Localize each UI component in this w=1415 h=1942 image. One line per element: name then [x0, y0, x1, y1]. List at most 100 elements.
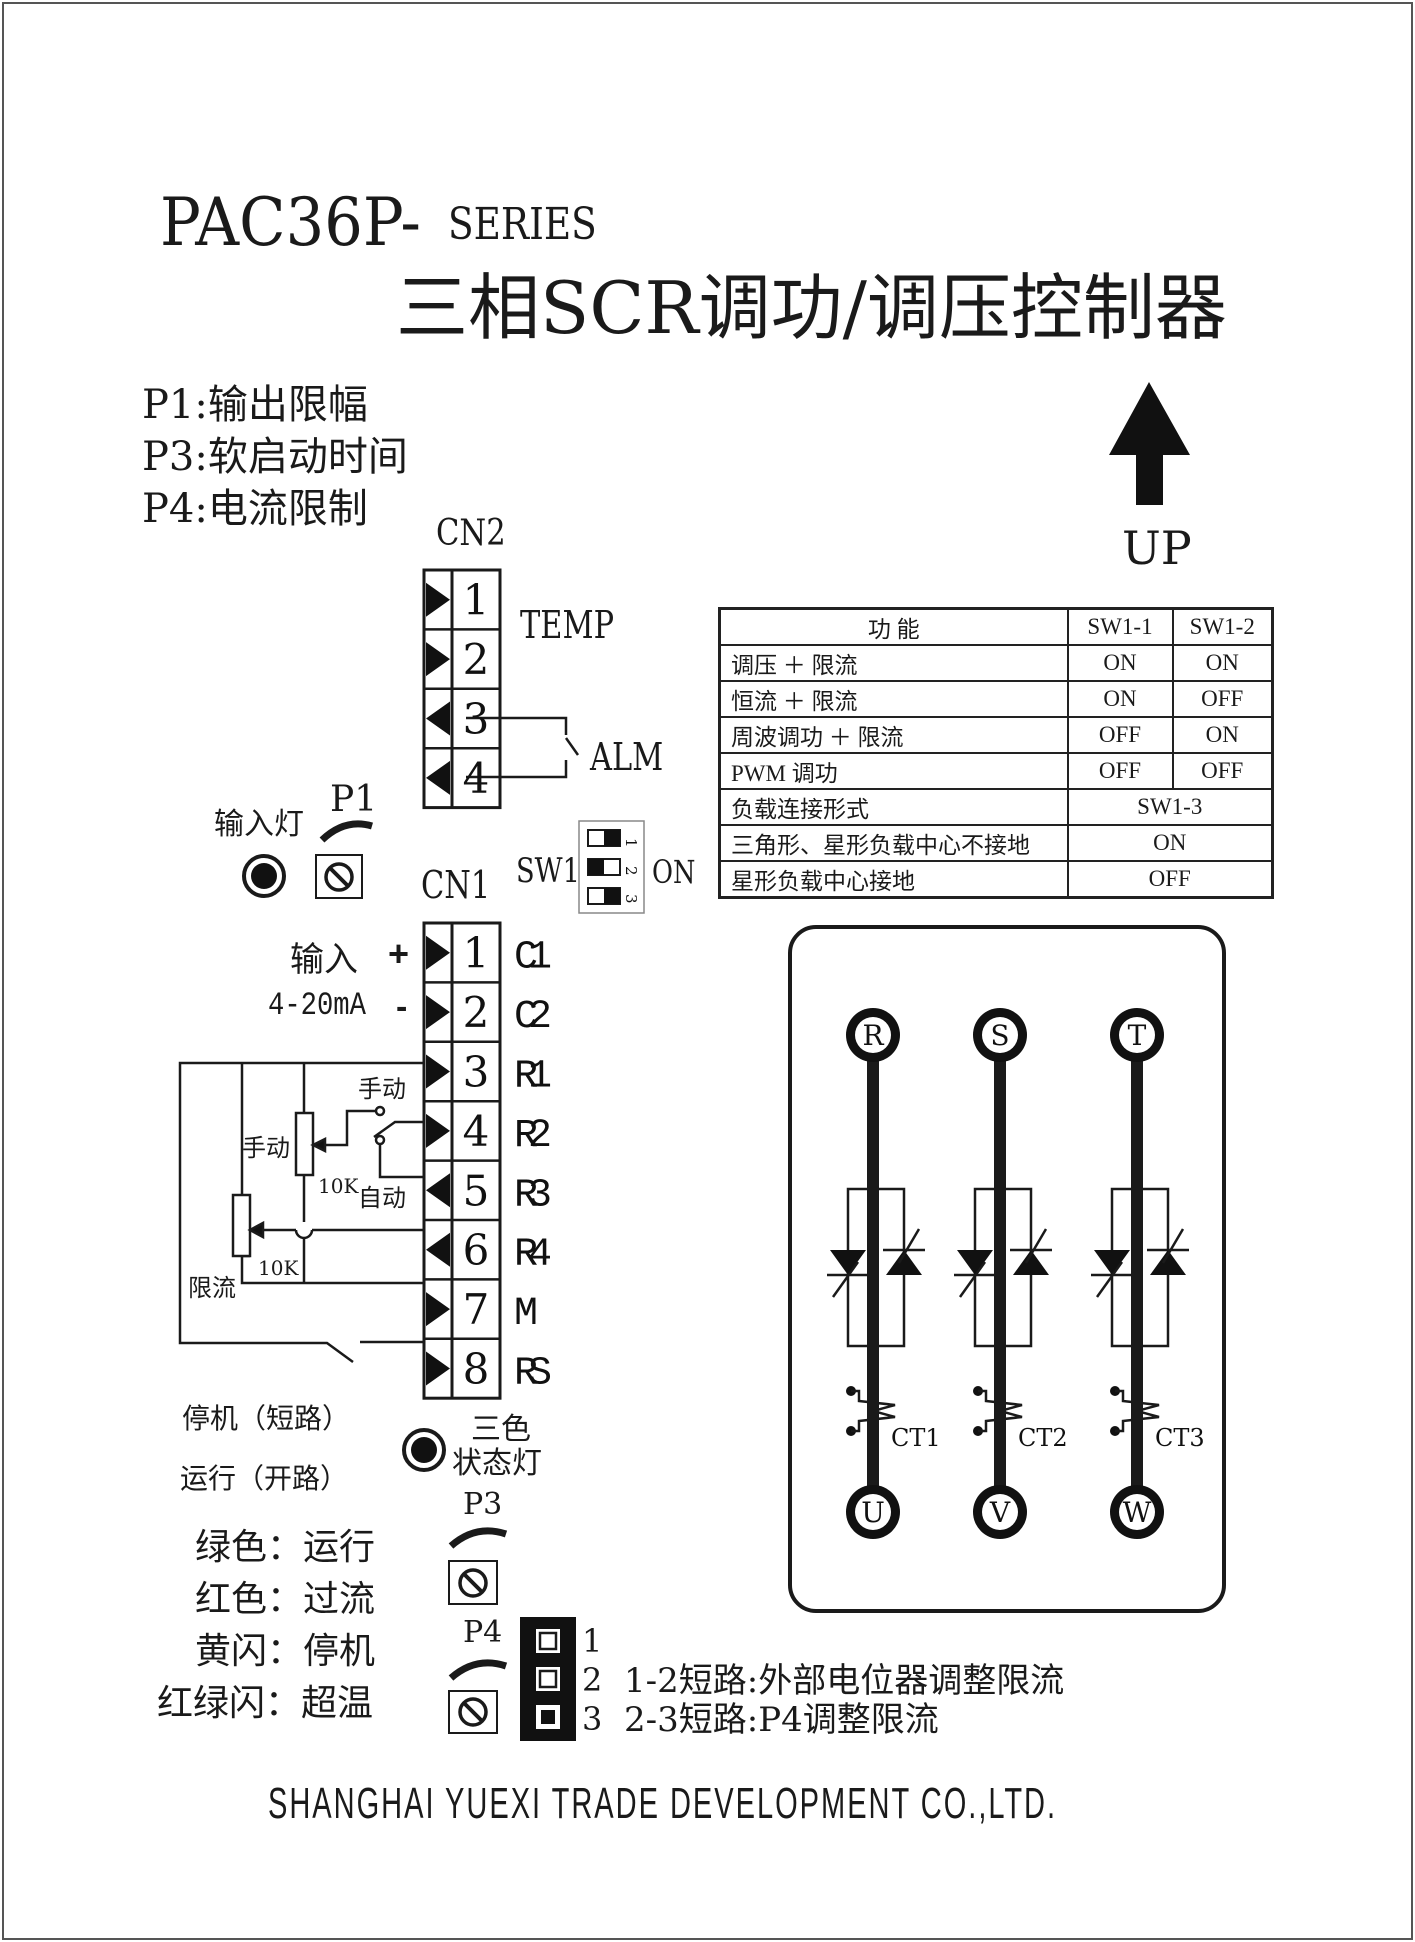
stop-label: 停机（短路）	[182, 1402, 351, 1435]
limit-pot-label: 限流	[188, 1274, 236, 1302]
cn1-signal-label: R1	[514, 1055, 552, 1100]
cn2-label: CN2	[436, 513, 506, 554]
cell-sw1-1: ON	[1066, 644, 1174, 682]
cn1-pin-number: 6	[463, 1226, 490, 1275]
cn1-pin-arrow-icon	[426, 1232, 450, 1267]
p4-potentiometer-icon[interactable]	[448, 1659, 508, 1734]
input-range: 4-20mA	[268, 987, 366, 1024]
cn2-pin-arrow-icon	[426, 582, 450, 617]
legend-p1: P1:输出限幅	[142, 382, 368, 428]
legend-p3: P3:软启动时间	[142, 434, 408, 480]
cn1-pin-arrow-icon	[426, 995, 450, 1030]
cn1-signal-label: C2	[514, 995, 552, 1040]
limit-potentiometer	[231, 1193, 252, 1258]
dip-pos-1: 1	[622, 838, 640, 848]
cn1-pin-arrow-icon	[426, 1173, 450, 1208]
cn2-pin-number: 4	[463, 754, 490, 803]
cell-sw1-2: OFF	[1171, 680, 1274, 718]
p1-label: P1	[330, 779, 378, 820]
phase-S: S V CT2	[954, 1008, 1068, 1539]
company-footer: SHANGHAI YUEXI TRADE DEVELOPMENT CO.,LTD…	[268, 1779, 1058, 1828]
cn1-pin-arrow-icon	[426, 1113, 450, 1148]
header-sw1-2: SW1-2	[1171, 607, 1274, 646]
pot1-value: 10K	[318, 1174, 359, 1198]
ct-label: CT2	[1018, 1424, 1068, 1452]
input-led-icon	[242, 854, 286, 898]
cn1-signal-label: RS	[514, 1352, 552, 1397]
cell-load-header: 负载连接形式	[718, 788, 1069, 826]
legend-red: 红色：过流	[195, 1579, 376, 1620]
sw1-on-label: ON	[652, 853, 696, 891]
cell-sw1-2: ON	[1171, 644, 1274, 682]
cn2-pin-arrow-icon	[426, 642, 450, 677]
power-section-frame	[788, 925, 1226, 1613]
cell-sw1-3: OFF	[1066, 860, 1274, 899]
terminal-label: T	[1128, 1019, 1147, 1052]
status-led-label-2: 状态灯	[452, 1446, 542, 1481]
cn1-pin-number: 4	[463, 1107, 490, 1156]
cn2-pin-arrow-icon	[426, 701, 450, 736]
cn1-pin-number: 5	[463, 1166, 490, 1215]
cn1-signal-label: R2	[514, 1114, 552, 1159]
dip-pos-2: 2	[622, 866, 640, 876]
cn1-signal-label: C1	[514, 936, 552, 981]
terminal-label: R	[862, 1019, 884, 1052]
up-arrow-icon	[1109, 382, 1190, 505]
cn1-pin-number: 1	[463, 929, 490, 978]
header-sw1-1: SW1-1	[1066, 607, 1174, 646]
cn1-pin-number: 8	[463, 1345, 490, 1394]
scr-pair-icon	[1091, 1187, 1189, 1348]
input-label: 输入	[290, 940, 358, 980]
jumper-pin-3: 3	[582, 1700, 603, 1738]
jumper-note-2-3: 2-3短路:P4调整限流	[624, 1700, 939, 1740]
sw1-dip-switch[interactable]: 1 2 3	[578, 820, 645, 914]
manual-potentiometer	[294, 1111, 315, 1177]
cn1-pin-arrow-icon	[426, 1054, 450, 1089]
terminal-label: S	[990, 1019, 1009, 1052]
cn1-signal-label: R3	[514, 1173, 552, 1218]
cn2-pin-number: 3	[463, 695, 490, 744]
cn1-label: CN1	[421, 863, 491, 907]
p1-potentiometer-icon[interactable]	[315, 820, 373, 899]
cell-sw1-2: OFF	[1171, 752, 1274, 790]
jumper-pin-1: 1	[582, 1622, 603, 1660]
input-led-label: 输入灯	[214, 807, 304, 842]
cell-sw1-3-header: SW1-3	[1066, 788, 1274, 826]
cn2-pin-number: 1	[463, 576, 490, 625]
cn2-pin-arrow-icon	[426, 760, 450, 795]
terminal-label: V	[989, 1496, 1011, 1529]
cn2-terminal-block: 1 2 3 4	[422, 568, 502, 810]
model-title: PAC36P-	[160, 184, 421, 261]
cn2-pin-number: 2	[463, 635, 490, 684]
terminal-label: W	[1123, 1496, 1152, 1529]
minus-sign: -	[396, 988, 408, 1026]
cn1-pin-number: 2	[463, 988, 490, 1037]
cn1-pin-arrow-icon	[426, 1292, 450, 1327]
cell-sw1-1: OFF	[1066, 716, 1174, 754]
jumper-note-1-2: 1-2短路:外部电位器调整限流	[624, 1661, 1065, 1701]
legend-green: 绿色：运行	[195, 1527, 376, 1568]
auto-switch-label: 自动	[358, 1184, 406, 1212]
p3-potentiometer-icon[interactable]	[448, 1527, 508, 1605]
table-header-row: 功 能 SW1-1 SW1-2	[718, 607, 1274, 646]
legend-red-green-flash: 红绿闪：超温	[157, 1683, 374, 1724]
status-led-label-1: 三色	[471, 1412, 531, 1447]
current-limit-jumper[interactable]	[520, 1617, 576, 1741]
current-transformer-icon	[973, 1386, 1023, 1436]
header-function: 功 能	[718, 607, 1069, 646]
cell-function: 恒流 ＋ 限流	[718, 680, 1069, 718]
cn1-pin-number: 3	[463, 1048, 490, 1097]
sw1-label: SW1	[516, 851, 580, 891]
cn1-pin-number: 7	[463, 1285, 490, 1334]
scr-pair-icon	[954, 1187, 1052, 1348]
pot2-value: 10K	[258, 1256, 299, 1280]
up-label: UP	[1122, 521, 1192, 575]
